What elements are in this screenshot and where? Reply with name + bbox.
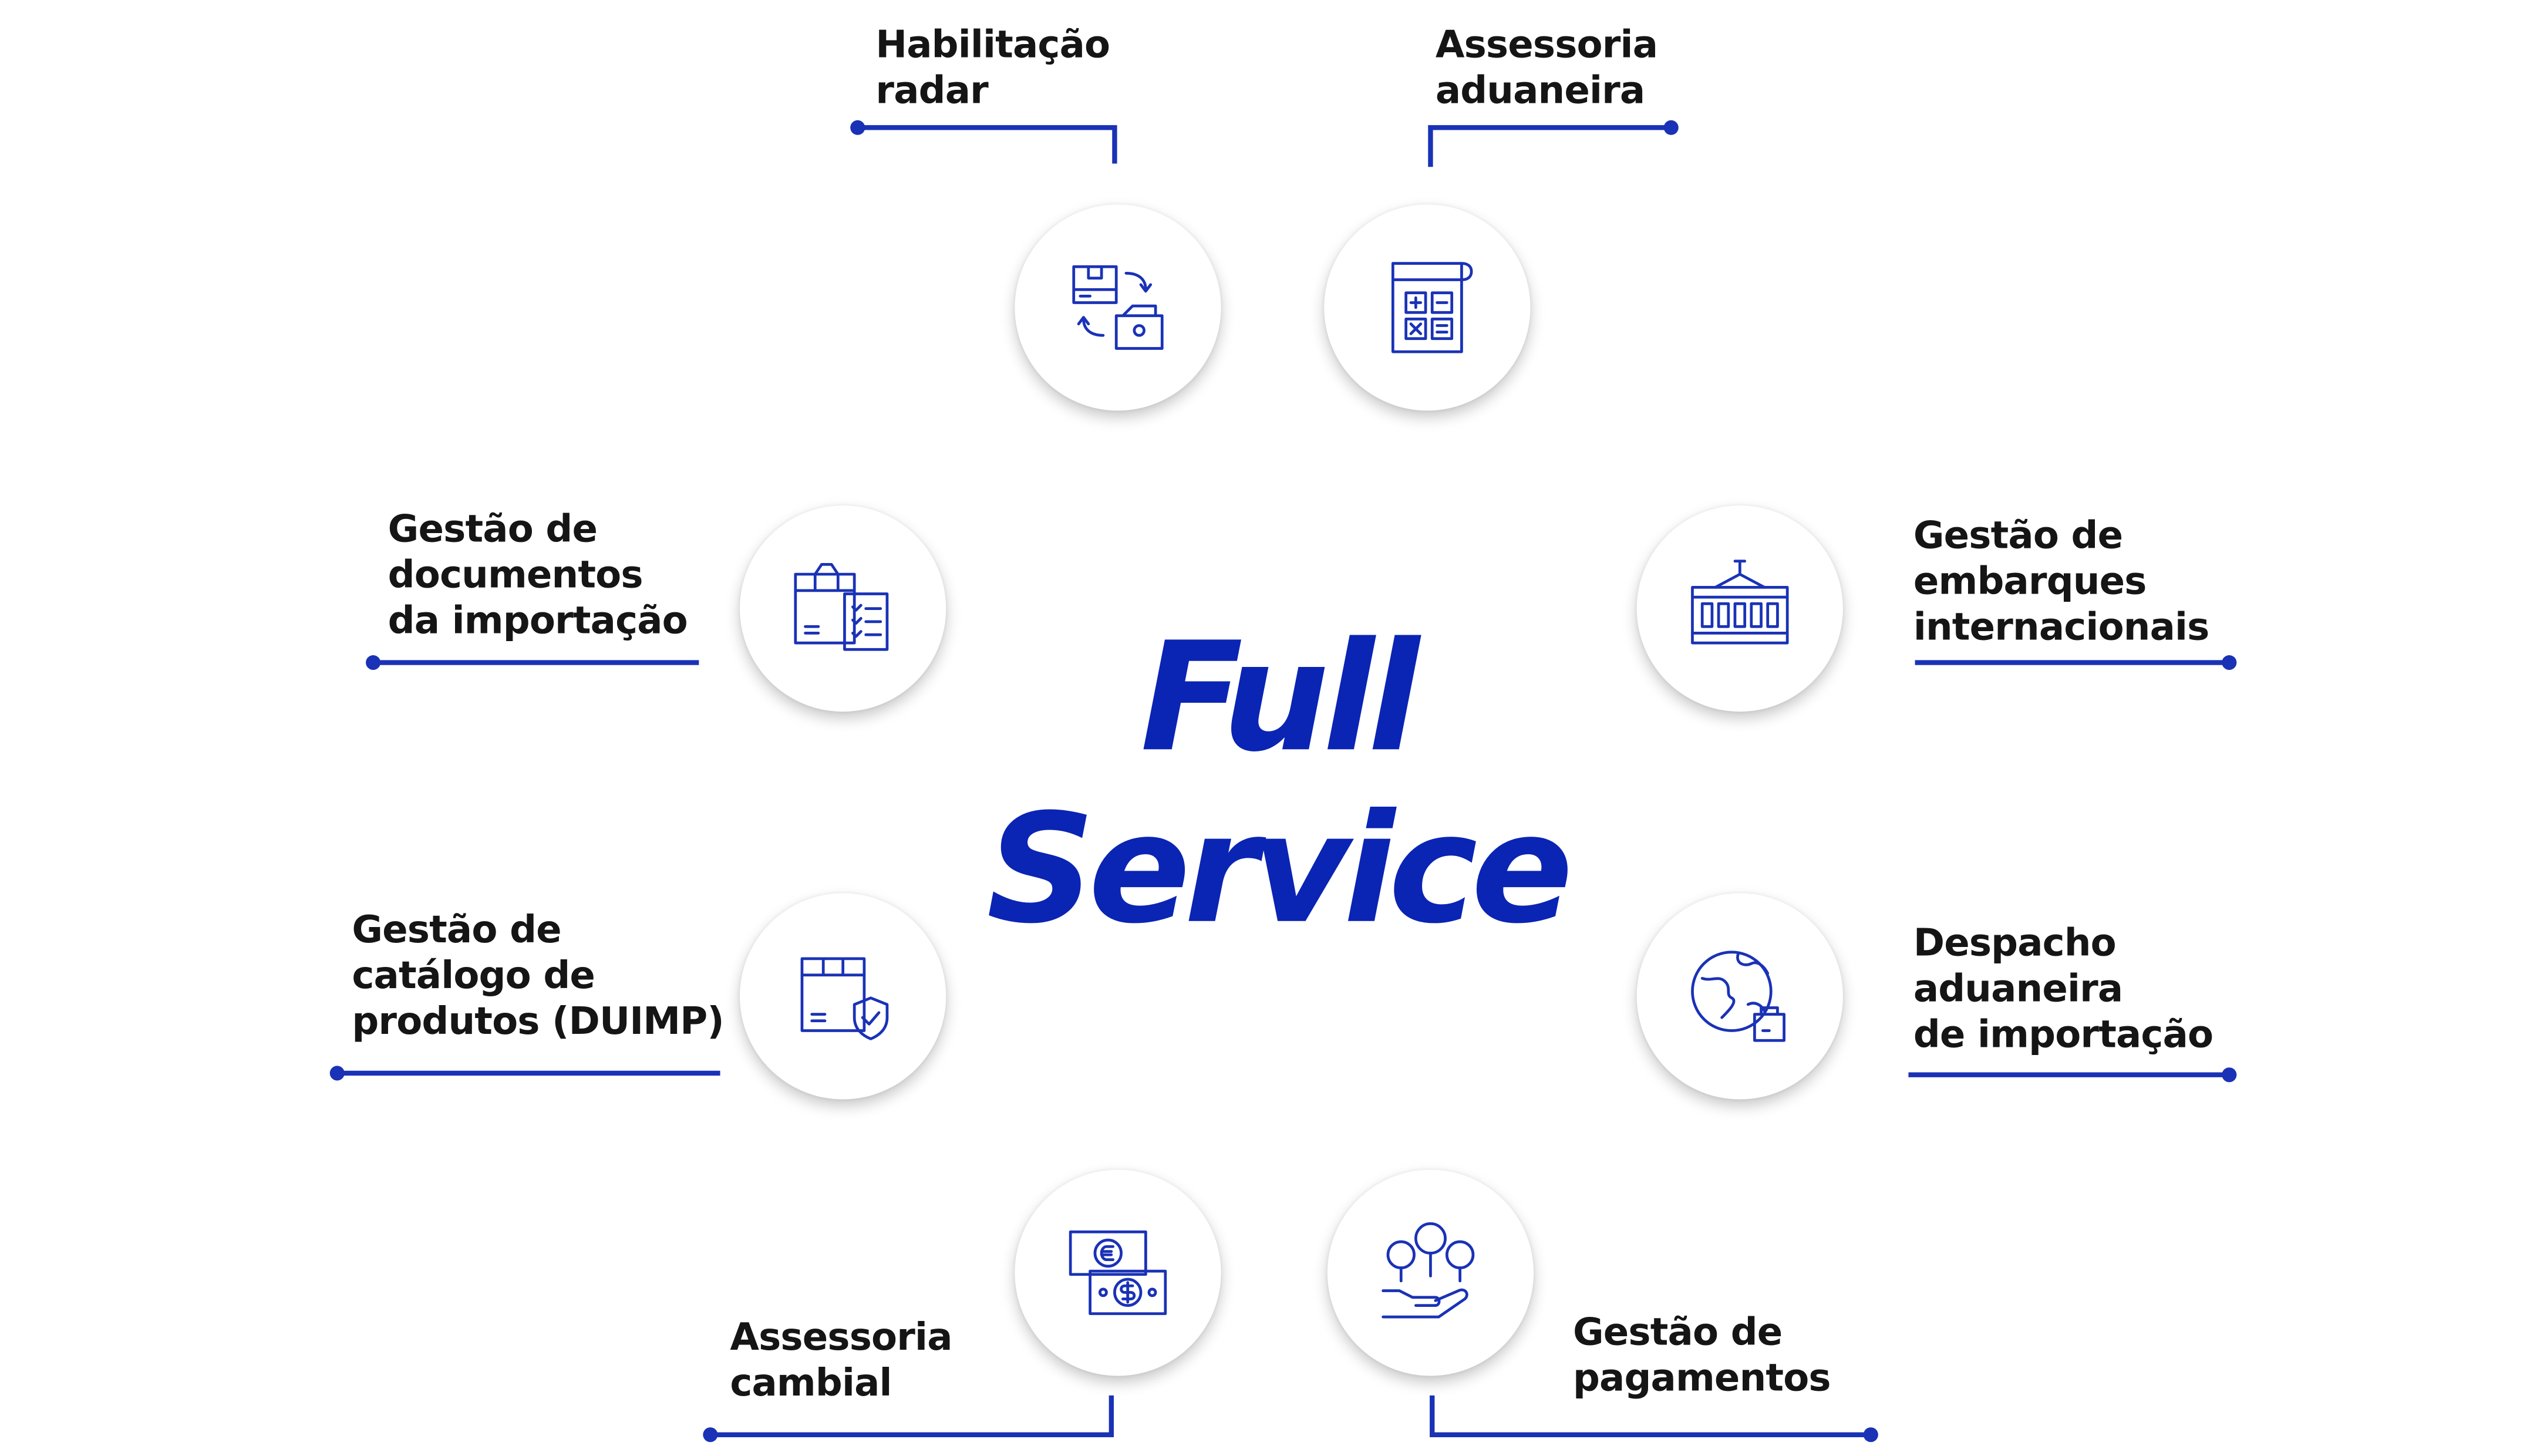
circle-gestao-documentos — [740, 505, 946, 712]
label-assessoria-cambial: Assessoria cambial — [730, 1315, 952, 1407]
label-assessoria-aduaneira: Assessoria aduaneira — [1435, 23, 1658, 114]
label-line: aduaneira — [1435, 70, 1645, 113]
label-line: embarques — [1913, 561, 2147, 604]
label-line: Gestão de — [1572, 1312, 1783, 1355]
box-shield-icon — [800, 957, 889, 1040]
label-line: produtos (DUIMP) — [352, 1001, 724, 1044]
label-line: Assessoria — [730, 1317, 952, 1360]
label-line: Despacho — [1913, 922, 2117, 966]
label-line: Gestão de — [388, 508, 598, 552]
connector-dot — [2222, 1067, 2237, 1083]
title-service: Service — [986, 781, 1573, 958]
shipping-container-icon — [1691, 560, 1789, 645]
label-line: documentos — [388, 554, 643, 598]
circle-gestao-pagamentos — [1327, 1169, 1534, 1376]
label-line: Assessoria — [1435, 24, 1658, 68]
connector-dot — [329, 1066, 345, 1081]
label-line: Gestão de — [1913, 515, 2123, 558]
connector-dot — [2222, 655, 2237, 670]
connector-dot — [366, 655, 381, 670]
label-gestao-pagamentos: Gestão de pagamentos — [1573, 1310, 1831, 1402]
label-line: Habilitação — [875, 24, 1110, 68]
label-line: radar — [875, 70, 988, 113]
connector-assessoria-aduaneira — [1428, 125, 1672, 167]
label-line: pagamentos — [1572, 1357, 1831, 1401]
label-line: catálogo de — [352, 955, 595, 998]
label-line: aduaneira — [1913, 968, 2123, 1012]
connector-dot — [850, 120, 865, 135]
circle-assessoria-aduaneira — [1324, 204, 1531, 411]
label-line: Gestão de — [352, 909, 561, 952]
title-full: Full — [1140, 610, 1420, 786]
circle-gestao-embarques — [1636, 505, 1843, 712]
circle-despacho-aduaneira — [1636, 893, 1843, 1100]
box-exchange-icon — [1072, 265, 1164, 350]
label-line: da importação — [388, 600, 688, 643]
connector-dot — [703, 1427, 718, 1442]
connector-habilitacao-radar — [857, 125, 1117, 164]
connector-gestao-pagamentos — [1430, 1395, 1871, 1437]
label-gestao-catalogo: Gestão de catálogo de produtos (DUIMP) — [352, 908, 724, 1046]
banknotes-icon — [1069, 1230, 1167, 1315]
connector-dot — [1663, 120, 1679, 135]
connector-assessoria-cambial — [710, 1395, 1114, 1437]
hand-coins-icon — [1382, 1222, 1475, 1319]
label-line: cambial — [730, 1363, 892, 1406]
calculator-icon — [1391, 262, 1473, 353]
label-habilitacao-radar: Habilitação radar — [875, 23, 1110, 114]
connector-dot — [1863, 1427, 1878, 1442]
label-gestao-embarques: Gestão de embarques internacionais — [1913, 514, 2210, 651]
circle-gestao-catalogo — [740, 893, 946, 1100]
circle-assessoria-cambial — [1015, 1169, 1221, 1376]
box-document-icon — [794, 562, 889, 651]
label-line: internacionais — [1913, 606, 2210, 650]
globe-package-icon — [1691, 951, 1785, 1042]
label-line: de importação — [1913, 1014, 2213, 1057]
label-despacho-aduaneira: Despacho aduaneira de importação — [1913, 921, 2213, 1059]
label-gestao-documentos: Gestão de documentos da importação — [388, 507, 688, 645]
circle-habilitacao-radar — [1015, 204, 1221, 411]
